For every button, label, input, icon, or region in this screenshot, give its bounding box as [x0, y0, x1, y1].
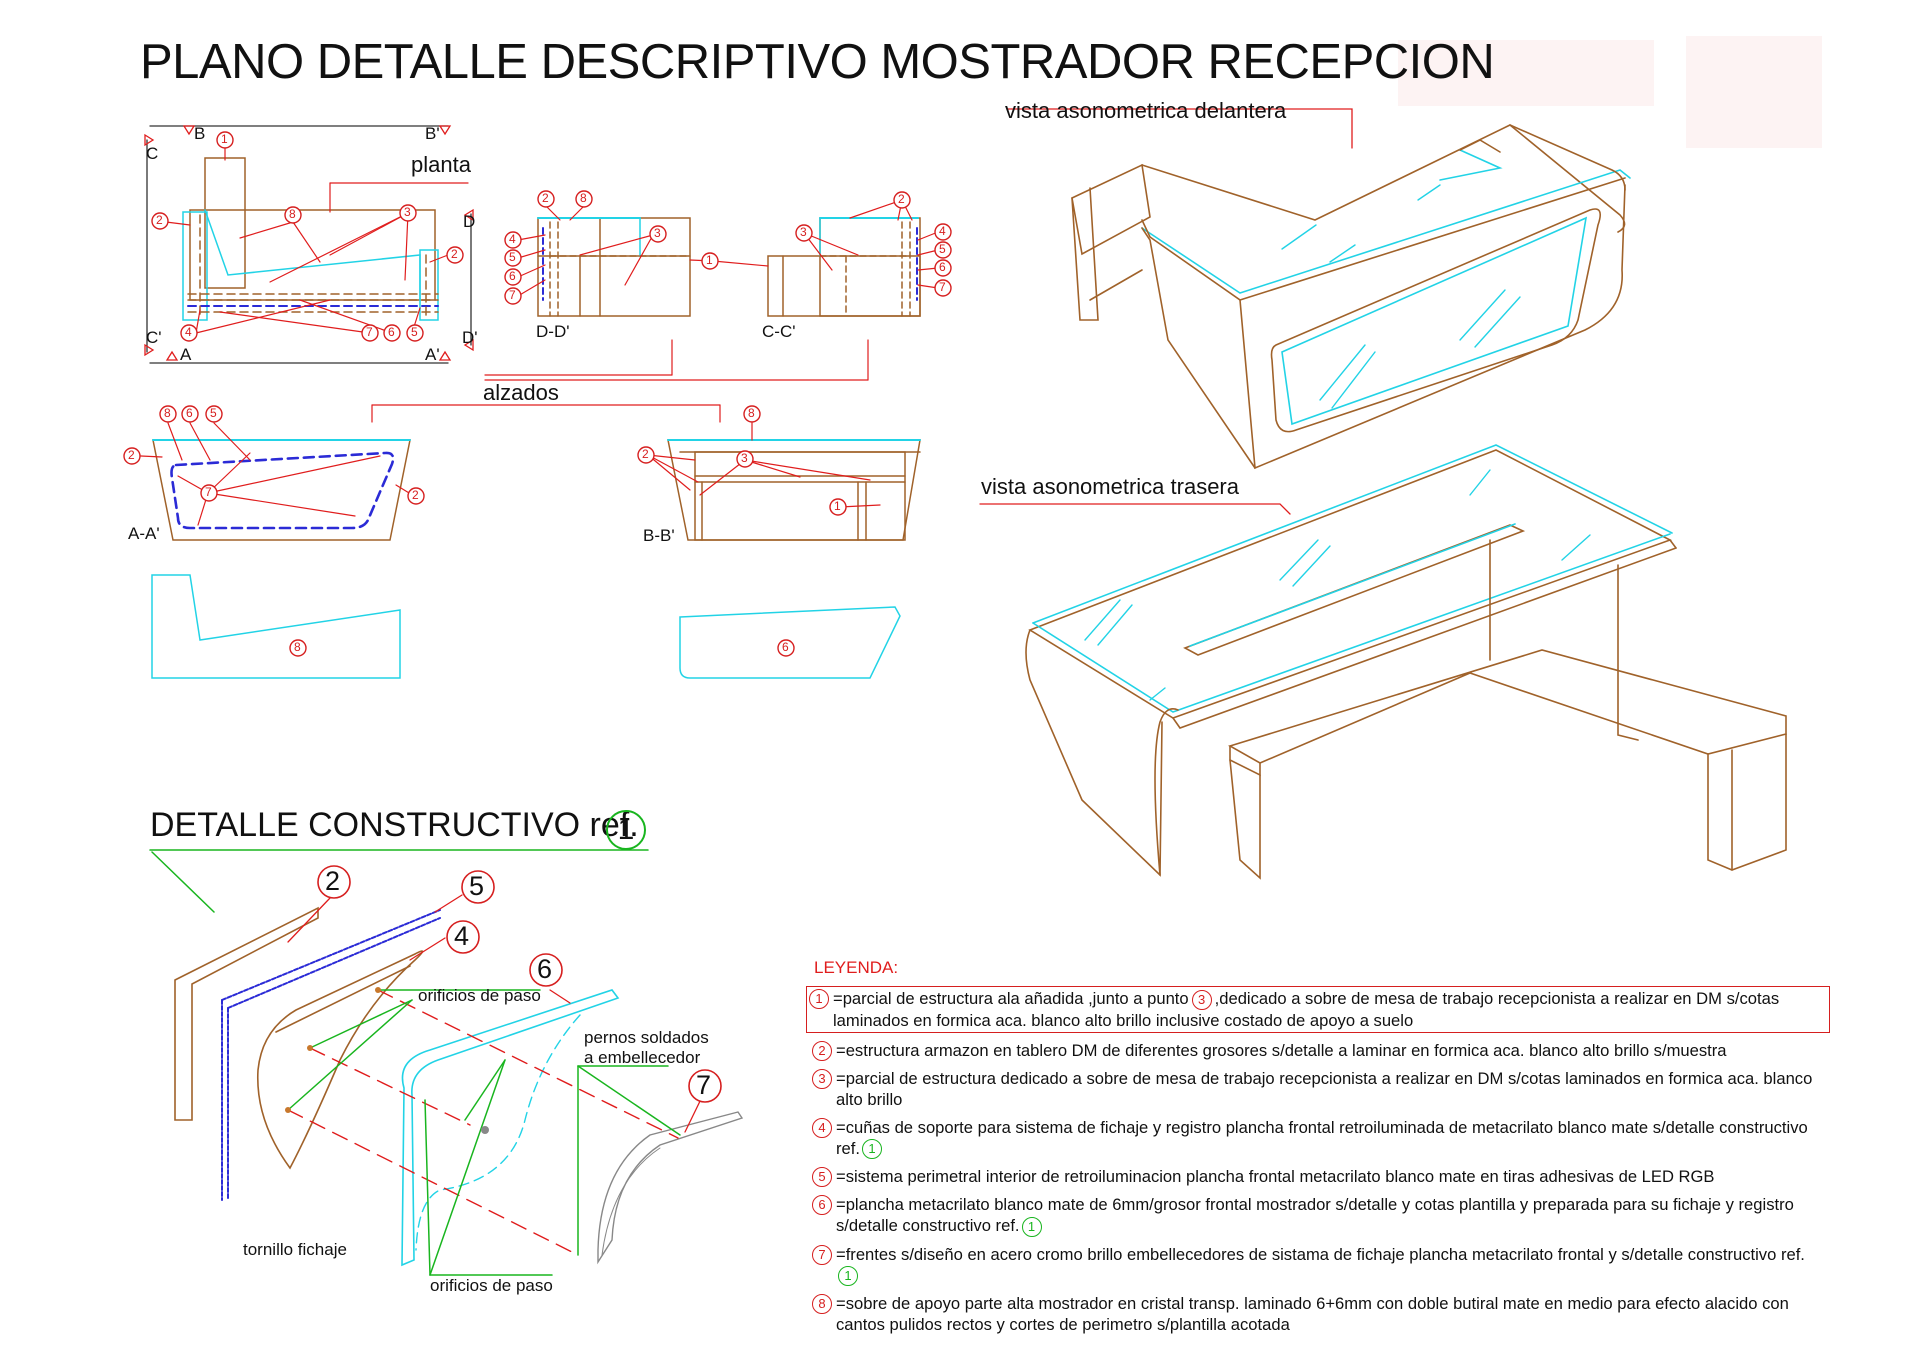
section-mark-b: B — [194, 124, 206, 143]
legend-number: 6 — [812, 1195, 832, 1216]
elevations-label: alzados — [483, 380, 559, 405]
section-mark-c2: C' — [146, 328, 162, 347]
legend-number: 7 — [812, 1244, 832, 1265]
legend-item: 8 =sobre de apoyo parte alta mostrador e… — [812, 1293, 1822, 1335]
legend-ref-badge: 1 — [838, 1266, 858, 1287]
section-dd — [517, 205, 691, 317]
rear-iso-label: vista asonometrica trasera — [981, 474, 1239, 499]
legend-item: 4 =cuñas de soporte para sistema de fich… — [812, 1117, 1822, 1160]
detail-number-2: 2 — [325, 866, 341, 896]
legend-text: =estructura armazon en tablero DM de dif… — [836, 1040, 1727, 1060]
legend-text-part: ,dedicado a sobre de mesa de trabajo rec… — [833, 989, 1780, 1030]
legend-text: =parcial de estructura dedicado a sobre … — [836, 1068, 1813, 1109]
detail-orificios-bottom: orificios de paso — [430, 1276, 553, 1295]
legend-text: =plancha metacrilato blanco mate de 6mm/… — [836, 1194, 1822, 1237]
section-bb — [647, 422, 921, 541]
section-mark-d: D — [463, 212, 476, 231]
detail-pernos-line2: a embellecedor — [584, 1048, 701, 1067]
detail-pernos-line1: pernos soldados — [584, 1028, 709, 1047]
legend-text-part: =cuñas de soporte para sistema de fichaj… — [836, 1117, 1808, 1158]
legend-number: 8 — [812, 1294, 832, 1315]
legend-number: 1 — [809, 989, 829, 1009]
template-8 — [151, 574, 401, 679]
legend-text: =parcial de estructura ala añadida ,junt… — [833, 988, 1825, 1031]
legend-item: 6 =plancha metacrilato blanco mate de 6m… — [812, 1194, 1822, 1237]
front-iso-label: vista asonometrica delantera — [1005, 98, 1287, 123]
background-patch — [1398, 40, 1654, 106]
detail-number-4: 4 — [454, 921, 470, 951]
legend-number: 4 — [812, 1117, 832, 1138]
rear-iso-view — [979, 444, 1787, 880]
legend-number: 5 — [812, 1167, 832, 1188]
section-cc — [371, 199, 939, 423]
detail-ref-badge: 1 — [606, 810, 646, 850]
background-patch — [1686, 36, 1822, 148]
section-label-dd: D-D' — [536, 322, 570, 341]
page-title: PLANO DETALLE DESCRIPTIVO MOSTRADOR RECE… — [140, 35, 1495, 89]
legend-number: 2 — [812, 1040, 832, 1061]
legend-title: LEYENDA: — [814, 958, 899, 977]
front-iso-view — [1006, 108, 1631, 470]
section-mark-d2: D' — [462, 328, 478, 347]
detail-number-6: 6 — [537, 954, 553, 984]
plan-label: planta — [411, 152, 471, 177]
legend-text: =cuñas de soporte para sistema de fichaj… — [836, 1117, 1822, 1160]
section-mark-a2: A' — [425, 345, 440, 364]
detail-number-7: 7 — [696, 1070, 712, 1100]
section-label-bb: B-B' — [643, 526, 675, 545]
legend-number: 3 — [812, 1068, 832, 1089]
detail-tornillo: tornillo fichaje — [243, 1240, 347, 1259]
legend-text-part: =frentes s/diseño en acero cromo brillo … — [836, 1244, 1805, 1264]
section-mark-b2: B' — [425, 124, 440, 143]
legend-ref-badge: 1 — [1021, 1216, 1042, 1237]
legend-item: 1 =parcial de estructura ala añadida ,ju… — [806, 986, 1830, 1033]
section-mark-c: C — [146, 144, 159, 163]
constructive-detail — [149, 849, 744, 1276]
section-label-cc: C-C' — [762, 322, 796, 341]
template-6 — [679, 606, 901, 679]
legend-item: 7 =frentes s/diseño en acero cromo brill… — [812, 1244, 1822, 1287]
legend-text: =sistema perimetral interior de retroilu… — [836, 1167, 1715, 1187]
section-label-aa: A-A' — [128, 524, 160, 543]
legend-item: 3 =parcial de estructura dedicado a sobr… — [812, 1068, 1822, 1110]
detail-number-5: 5 — [469, 871, 485, 901]
section-mark-a: A — [180, 345, 192, 364]
section-aa — [140, 422, 415, 541]
plan-view — [144, 125, 474, 364]
legend-ref-badge: 1 — [861, 1139, 882, 1160]
legend-text: =sobre de apoyo parte alta mostrador en … — [836, 1294, 1789, 1335]
legend-text-part: =plancha metacrilato blanco mate de 6mm/… — [836, 1195, 1794, 1236]
callout-markers — [123, 131, 952, 1103]
legend-inline-ref: 3 — [1191, 989, 1212, 1010]
legend: 1 =parcial de estructura ala añadida ,ju… — [806, 986, 1830, 1342]
legend-item: 5 =sistema perimetral interior de retroi… — [812, 1166, 1822, 1188]
legend-text-part: =parcial de estructura ala añadida ,junt… — [833, 989, 1189, 1008]
legend-text: =frentes s/diseño en acero cromo brillo … — [836, 1244, 1822, 1287]
detail-orificios-top: orificios de paso — [418, 986, 541, 1005]
detail-title: DETALLE CONSTRUCTIVO ref. — [150, 806, 639, 844]
legend-item: 2 =estructura armazon en tablero DM de d… — [812, 1040, 1822, 1061]
